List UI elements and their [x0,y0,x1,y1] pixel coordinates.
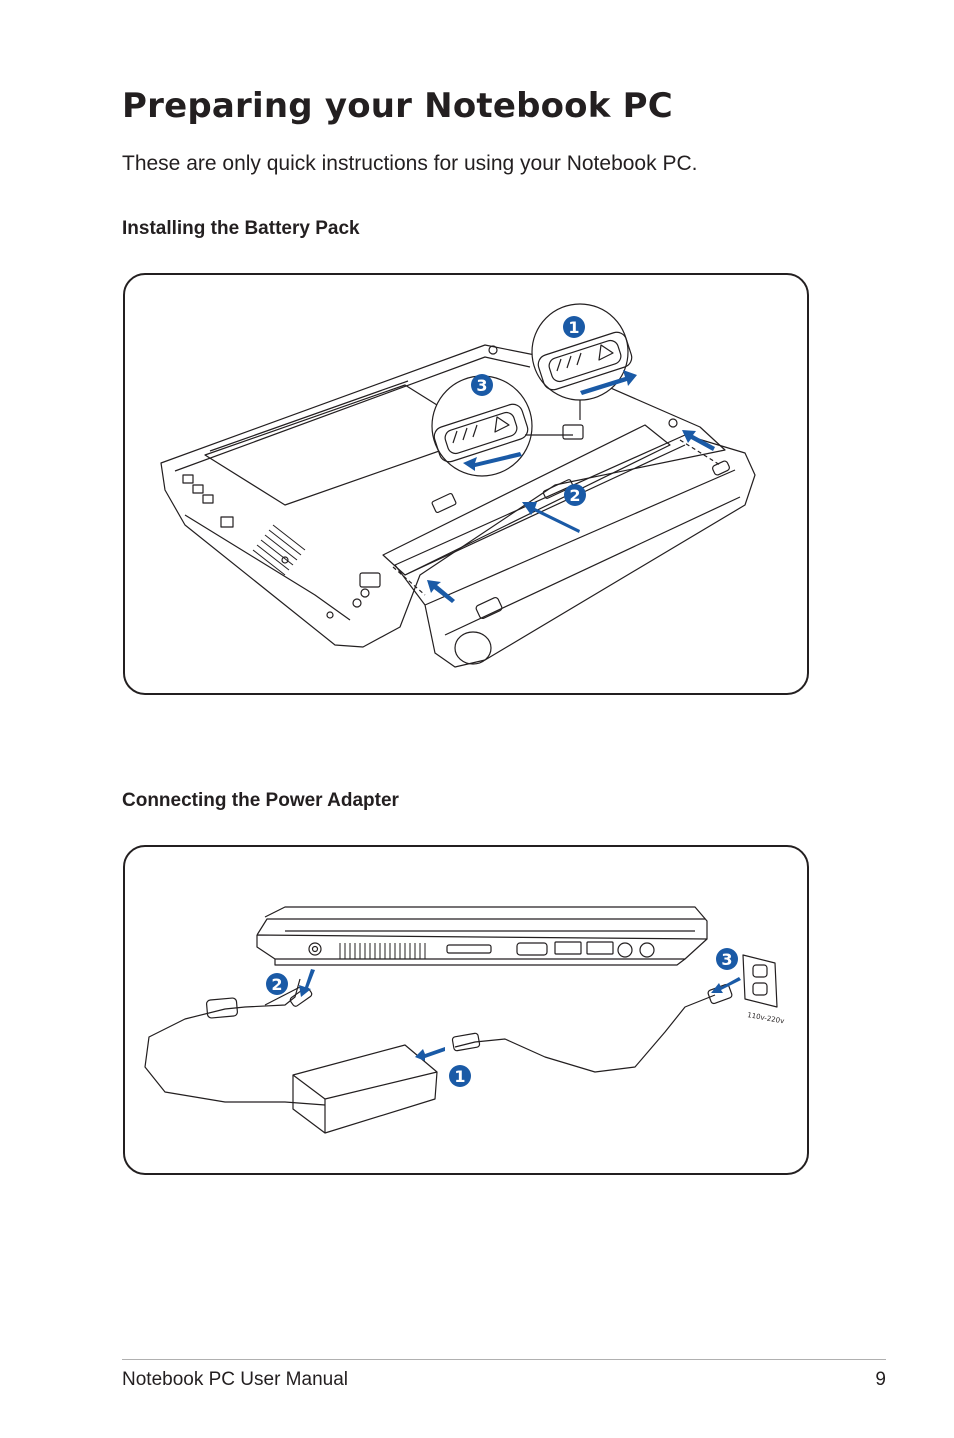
svg-text:3: 3 [721,950,732,969]
page-title: Preparing your Notebook PC [122,86,673,126]
power-adapter-illustration: 110v-220v 2 1 3 [144,906,785,1134]
section-heading-power: Connecting the Power Adapter [122,790,399,811]
svg-text:3: 3 [476,376,487,395]
power-adapter-illustration-panel: 110v-220v 2 1 3 [123,845,809,1175]
step-badge-1: 1 [563,316,585,338]
battery-illustration-panel: 1 3 2 [123,273,809,695]
svg-text:1: 1 [568,318,579,337]
footer-divider [122,1359,886,1360]
outlet-voltage-label: 110v-220v [747,1011,785,1025]
step-badge-3: 3 [716,948,738,970]
step-badge-2: 2 [564,484,586,506]
section-heading-battery: Installing the Battery Pack [122,218,360,239]
step-badge-1: 1 [449,1065,471,1087]
intro-text: These are only quick instructions for us… [122,152,698,175]
step-badge-3: 3 [471,374,493,396]
svg-text:2: 2 [271,975,282,994]
step-badge-2: 2 [266,973,288,995]
battery-illustration: 1 3 2 [160,303,756,668]
footer-manual-name: Notebook PC User Manual [122,1369,348,1390]
svg-text:2: 2 [569,486,580,505]
footer-page-number: 9 [875,1369,886,1390]
svg-text:1: 1 [454,1067,465,1086]
